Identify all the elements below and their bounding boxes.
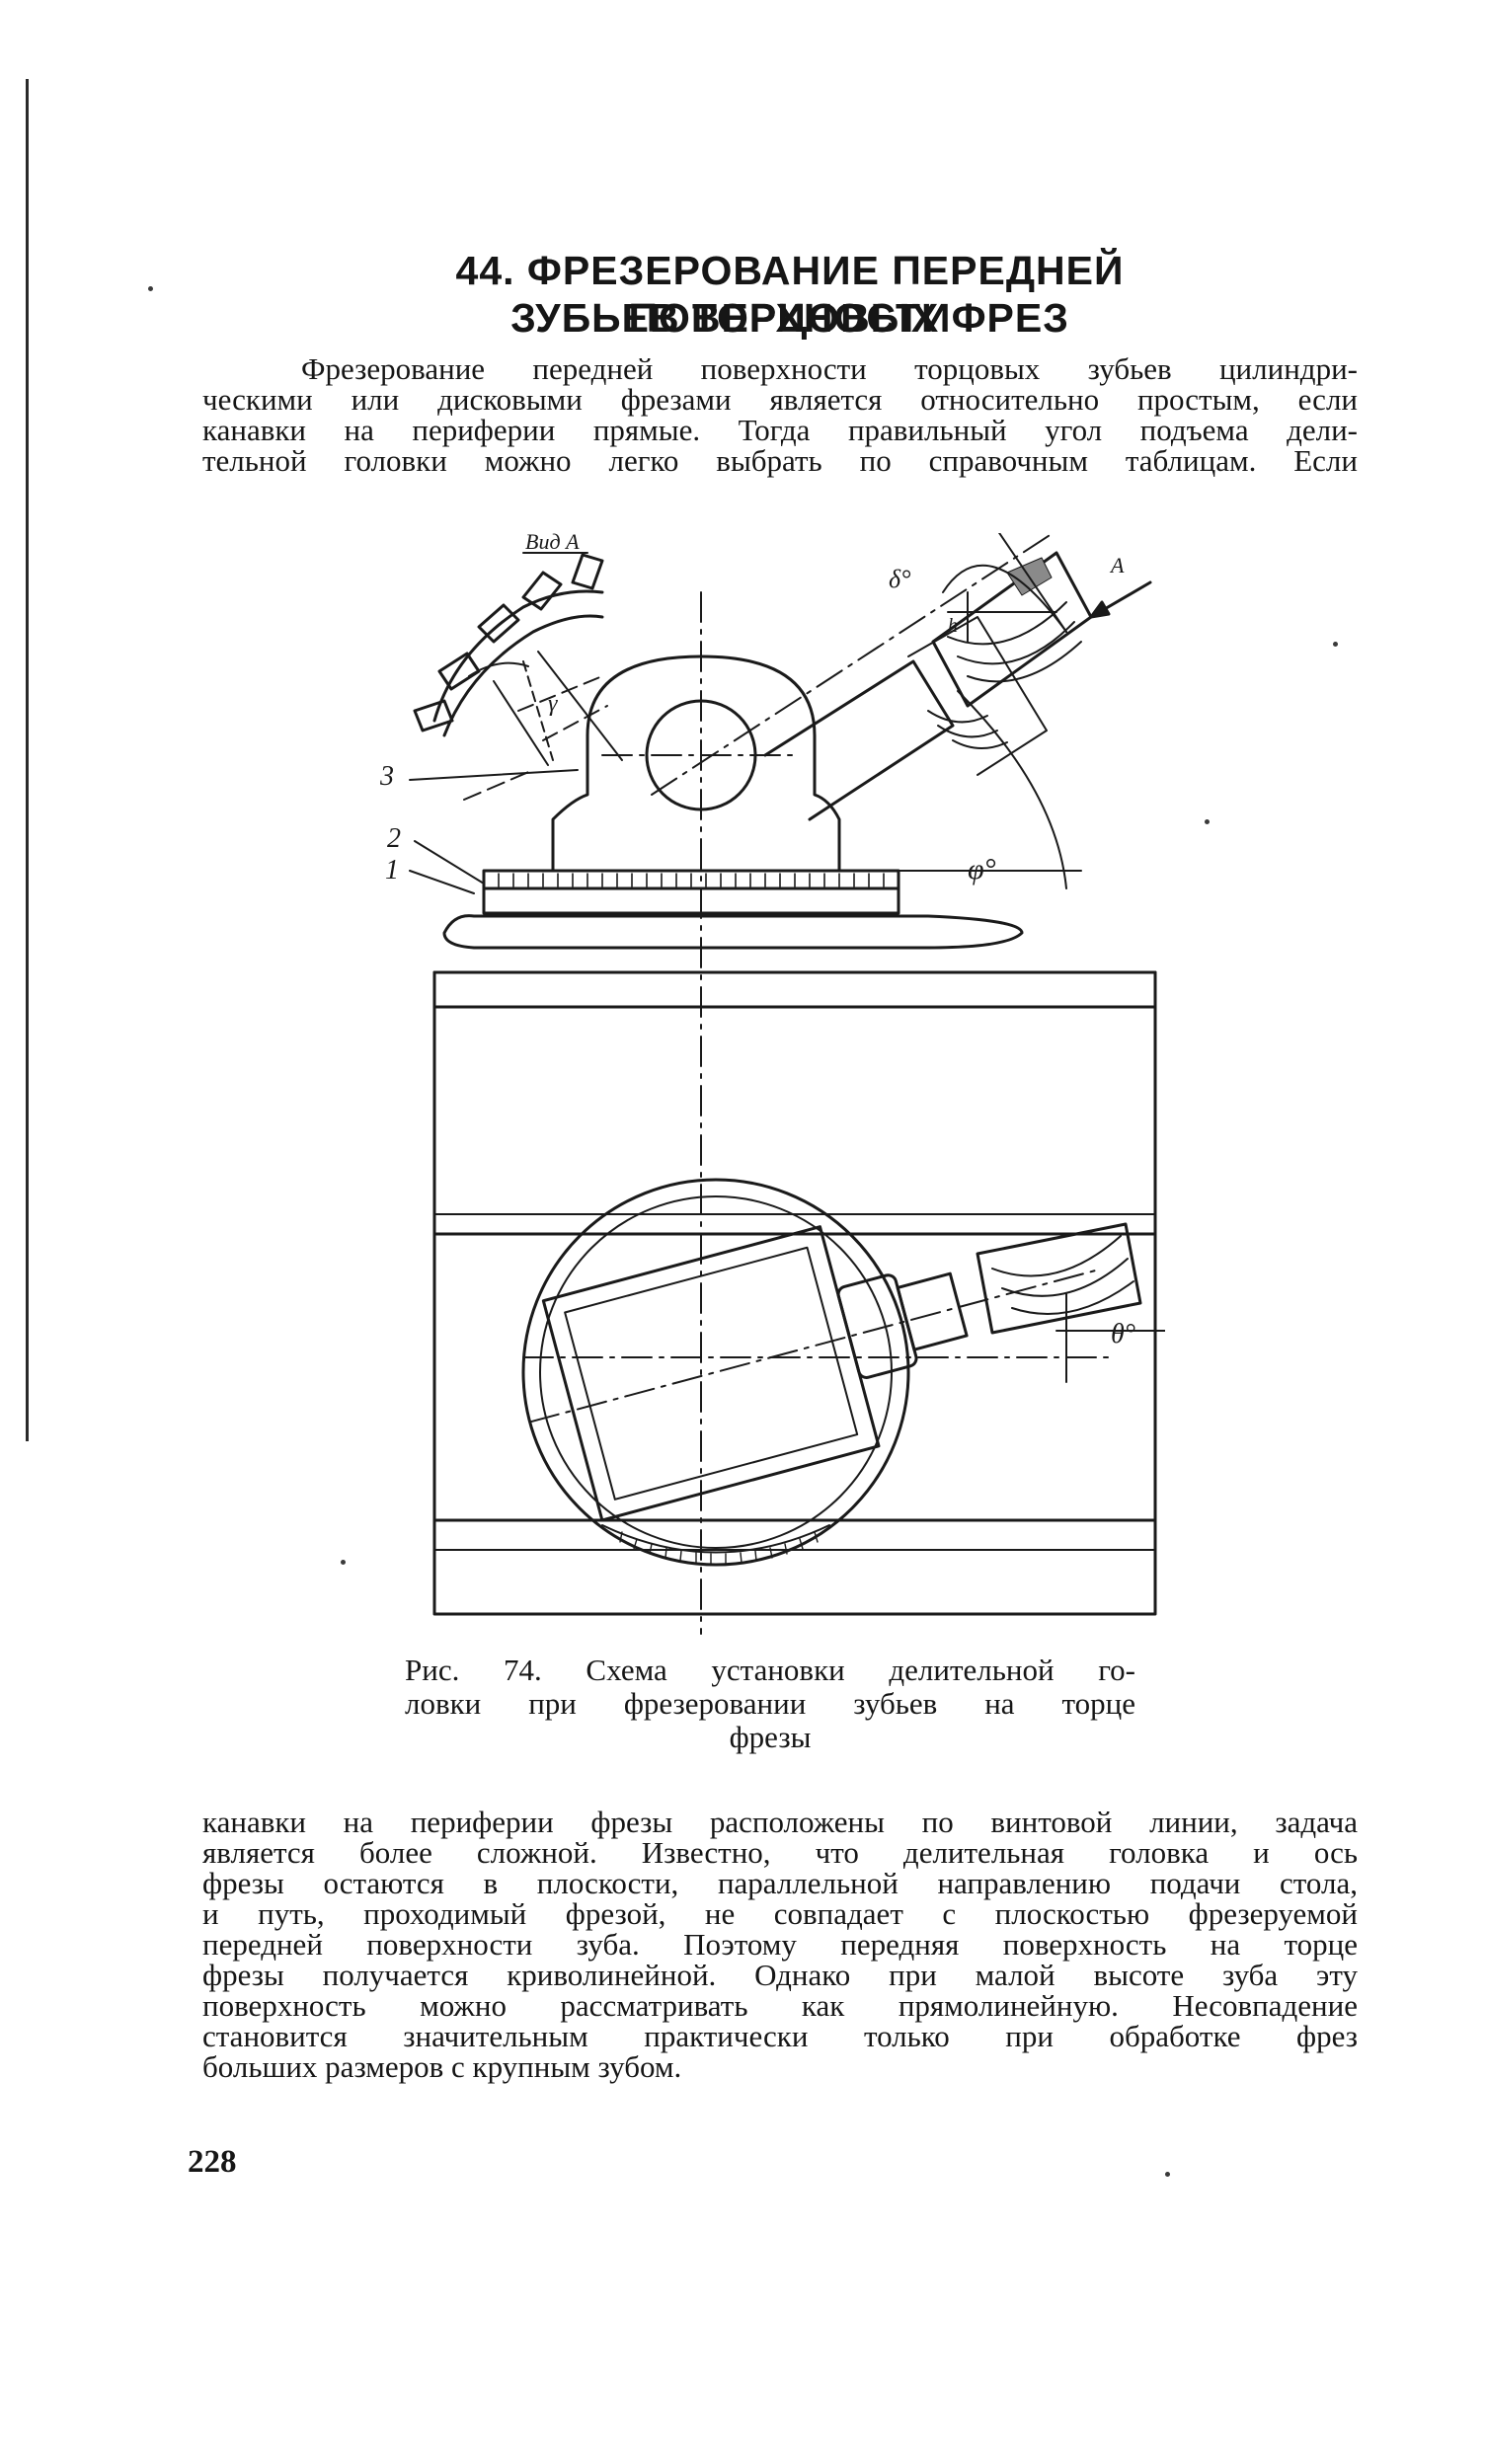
dividing-head-setup-figure: Вид А γ bbox=[379, 533, 1165, 1635]
h-label: h bbox=[948, 615, 958, 637]
arrow-a-label: А bbox=[1109, 553, 1125, 578]
intro-paragraph: Фрезерование передней поверхности торцов… bbox=[202, 353, 1358, 476]
section-heading-line-1: 44. ФРЕЗЕРОВАНИЕ ПЕРЕДНЕЙ ПОВЕРХНОСТИ bbox=[455, 248, 1125, 341]
phi-angle-label: φ° bbox=[968, 853, 996, 886]
print-speck bbox=[1165, 2172, 1170, 2177]
dividing-head-side-view bbox=[409, 533, 1152, 1635]
intro-line: ческими или дисковыми фрезами является о… bbox=[202, 382, 1358, 417]
theta-angle-label: θ° bbox=[1111, 1319, 1135, 1349]
dividing-head-plan-view bbox=[432, 970, 1165, 1616]
intro-line: тельной головки можно легко выбрать по с… bbox=[202, 443, 1358, 478]
body-line: канавки на периферии фрезы расположены п… bbox=[202, 1805, 1358, 1839]
page-number: 228 bbox=[188, 2144, 237, 2180]
caption-line: ловки при фрезеровании зубьев на торце bbox=[405, 1686, 1135, 1721]
main-paragraph: канавки на периферии фрезы расположены п… bbox=[202, 1807, 1358, 2082]
body-line: и путь, проходимый фрезой, не совпадает … bbox=[202, 1896, 1358, 1931]
view-a-teeth-detail bbox=[413, 552, 623, 801]
part-2-label: 2 bbox=[387, 823, 401, 854]
part-3-label: 3 bbox=[379, 761, 394, 792]
delta-angle-label: δ° bbox=[889, 565, 910, 593]
part-1-label: 1 bbox=[385, 855, 399, 886]
body-line: становится значительным практически толь… bbox=[202, 2019, 1358, 2053]
figure-caption: Рис. 74. Схема установки делительной го-… bbox=[405, 1654, 1135, 1754]
section-heading-line-2: ЗУБЬЕВ ТОРЦОВЫХ ФРЕЗ bbox=[510, 295, 1069, 341]
print-speck bbox=[1333, 642, 1338, 647]
print-speck bbox=[341, 1560, 346, 1565]
body-line: фрезы получается криволинейной. Однако п… bbox=[202, 1958, 1358, 1992]
body-line: является более сложной. Известно, что де… bbox=[202, 1835, 1358, 1870]
gamma-label: γ bbox=[548, 691, 558, 717]
print-speck bbox=[1205, 819, 1210, 824]
caption-line: Рис. 74. Схема установки делительной го- bbox=[405, 1653, 1135, 1687]
caption-line: фрезы bbox=[729, 1720, 812, 1754]
print-speck bbox=[148, 286, 153, 291]
page-binding-line bbox=[26, 79, 29, 1441]
body-line: передней поверхности зуба. Поэтому перед… bbox=[202, 1927, 1358, 1962]
intro-line: Фрезерование передней поверхности торцов… bbox=[301, 351, 1358, 386]
body-line: больших размеров с крупным зубом. bbox=[202, 2049, 682, 2084]
intro-line: канавки на периферии прямые. Тогда прави… bbox=[202, 413, 1358, 447]
view-a-label: Вид А bbox=[525, 533, 580, 554]
body-line: поверхность можно рассматривать как прям… bbox=[202, 1988, 1358, 2023]
body-line: фрезы остаются в плоскости, параллельной… bbox=[202, 1866, 1358, 1900]
